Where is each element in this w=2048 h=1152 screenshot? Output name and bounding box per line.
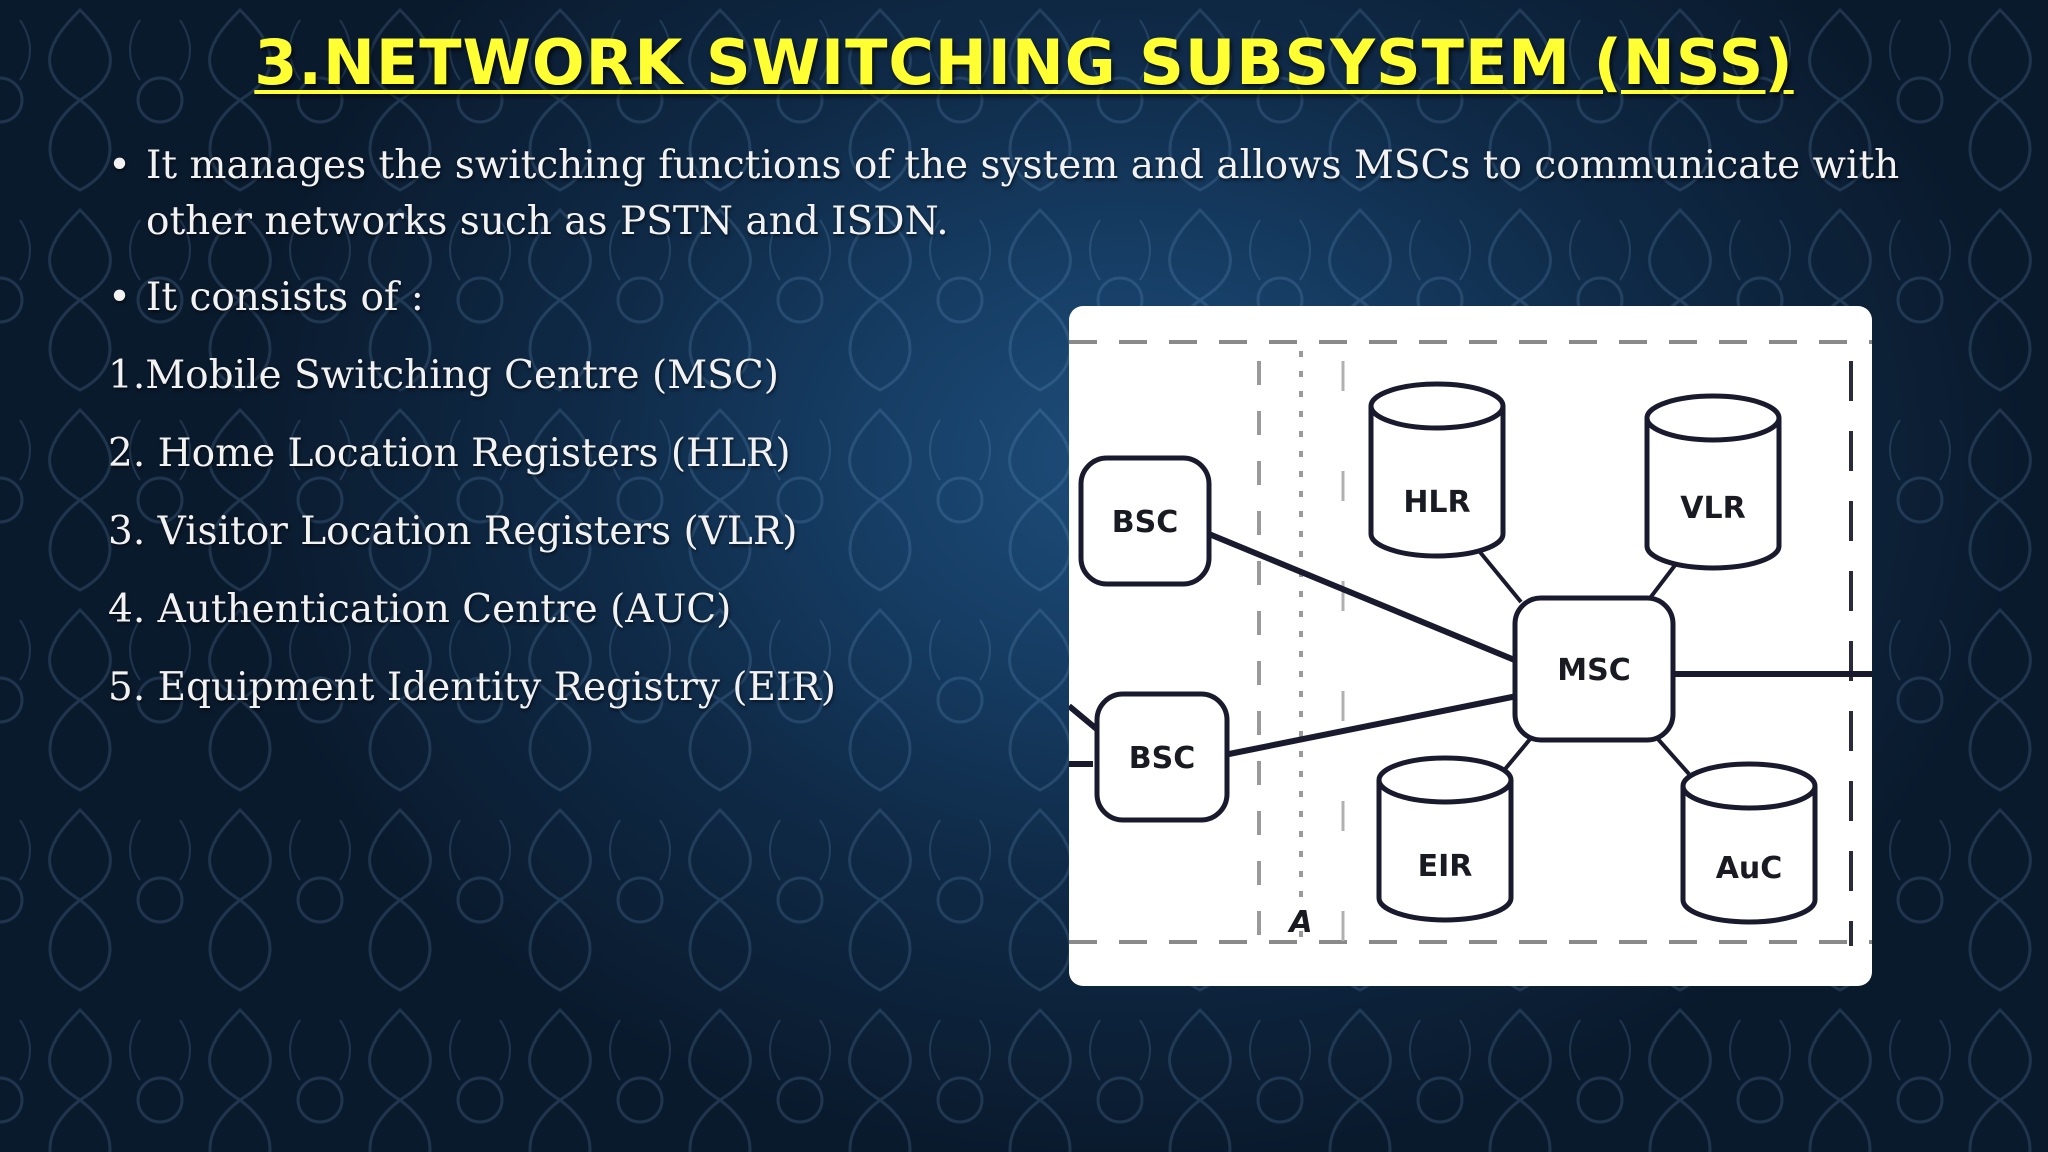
bsc-top-node: BSC [1078,455,1212,587]
bullet-item-consists: • It consists of : [108,270,1868,326]
component-item-vlr: 3. Visitor Location Registers (VLR) [108,509,798,554]
svg-text:BSC: BSC [1112,505,1179,540]
vlr-database-node: VLR [1644,393,1782,571]
msc-node: MSC [1512,595,1676,743]
bullet-item-switching: • It manages the switching functions of … [108,138,1906,250]
svg-text:HLR: HLR [1403,485,1470,520]
interface-label-a: A [1287,905,1312,940]
slide-content: • It manages the switching functions of … [108,138,1899,738]
nss-diagram-svg: BSC BSC MSC HLR VLR EIR [1069,340,1872,946]
svg-text:BSC: BSC [1129,741,1196,776]
nss-diagram: BSC BSC MSC HLR VLR EIR [1069,306,1872,986]
slide-title: 3.NETWORK SWITCHING SUBSYSTEM (NSS) [254,26,1794,99]
component-item-eir: 5. Equipment Identity Registry (EIR) [108,665,836,710]
eir-database-node: EIR [1376,755,1514,923]
connection-lines [1069,531,1872,767]
bullet-text-consists: It consists of : [146,275,424,320]
bullet-dot: • [108,143,132,188]
component-item-msc: 1.Mobile Switching Centre (MSC) [108,353,779,398]
svg-text:EIR: EIR [1418,849,1473,884]
bullet-text-switching: It manages the switching functions of th… [146,143,1900,244]
svg-text:AuC: AuC [1716,851,1783,886]
connection-lines-thin [1473,544,1691,776]
bsc-bottom-node: BSC [1094,691,1230,823]
dashed-frame [1069,340,1872,944]
component-item-hlr: 2. Home Location Registers (HLR) [108,431,791,476]
auc-database-node: AuC [1680,761,1818,925]
interface-lines [1257,351,1853,946]
svg-text:VLR: VLR [1680,491,1745,526]
hlr-database-node: HLR [1368,381,1506,559]
bullet-dot: • [108,275,132,320]
component-list: 1.Mobile Switching Centre (MSC) 2. Home … [108,348,1868,716]
svg-text:MSC: MSC [1557,653,1630,688]
component-item-auc: 4. Authentication Centre (AUC) [108,587,732,632]
